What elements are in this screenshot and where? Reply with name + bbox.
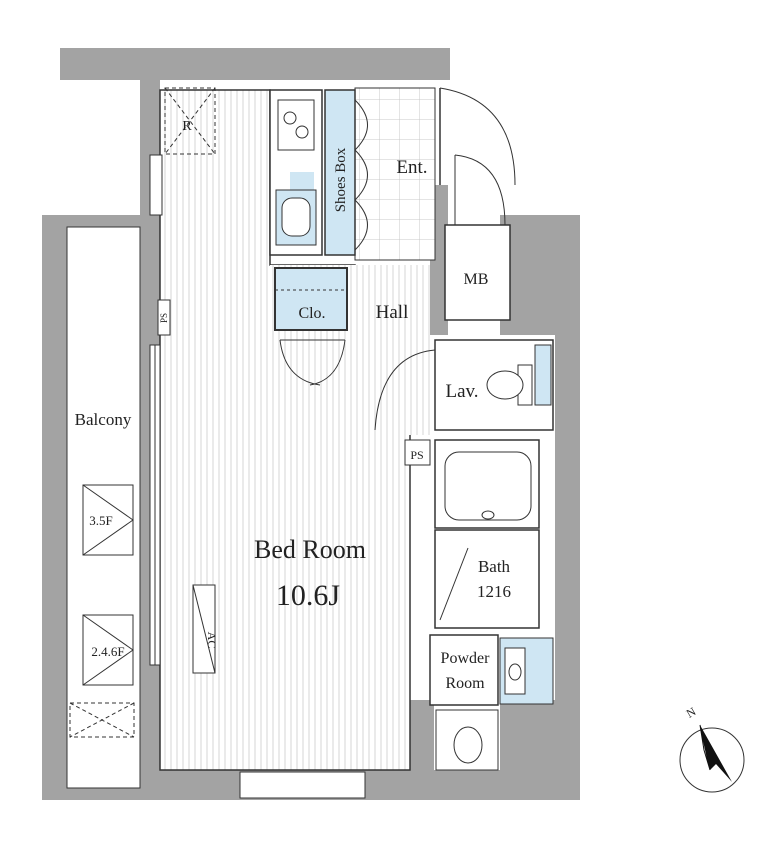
pipe-space-2 (157, 299, 171, 336)
refrigerator-label: R (182, 119, 192, 134)
meter-box-label: MB (464, 271, 489, 288)
shoes-box (324, 89, 368, 256)
bottom-window (239, 771, 366, 799)
bed-room-label: Bed Room (254, 535, 366, 564)
kitchen-counter (269, 89, 323, 256)
floor-246-label: 2.4.6F (91, 644, 124, 659)
compass (679, 724, 745, 793)
side-window (149, 154, 163, 216)
refrigerator-space (164, 87, 216, 155)
entrance-door (439, 87, 516, 226)
powder-room-label-2: Room (445, 675, 485, 692)
balcony (66, 226, 141, 789)
closet-label: Clo. (298, 305, 325, 322)
floor-35-label: 3.5F (89, 513, 112, 528)
north-label: N (684, 704, 699, 721)
bath-label: Bath (478, 557, 511, 576)
bath-size: 1216 (477, 582, 511, 601)
balcony-label: Balcony (75, 410, 132, 429)
powder-room-label-1: Powder (441, 650, 491, 667)
bed-room-size: 10.6J (276, 579, 341, 612)
lavatory (374, 339, 554, 431)
meter-box (444, 224, 511, 321)
toilet (435, 709, 499, 771)
ac-label: AC (205, 632, 219, 649)
shoes-box-label: Shoes Box (333, 147, 349, 212)
air-conditioner (192, 584, 216, 674)
powder-room (429, 634, 554, 706)
pipe-space-label-2: PS (159, 313, 169, 323)
pipe-space-label-1: PS (410, 448, 423, 462)
lavatory-label: Lav. (445, 381, 478, 402)
entrance-label: Ent. (396, 157, 427, 178)
closet (274, 267, 348, 331)
hall-label: Hall (376, 302, 409, 323)
pipe-space-1 (404, 439, 431, 466)
balcony-window (149, 344, 161, 666)
bath (434, 439, 540, 629)
closet-door (279, 339, 346, 386)
